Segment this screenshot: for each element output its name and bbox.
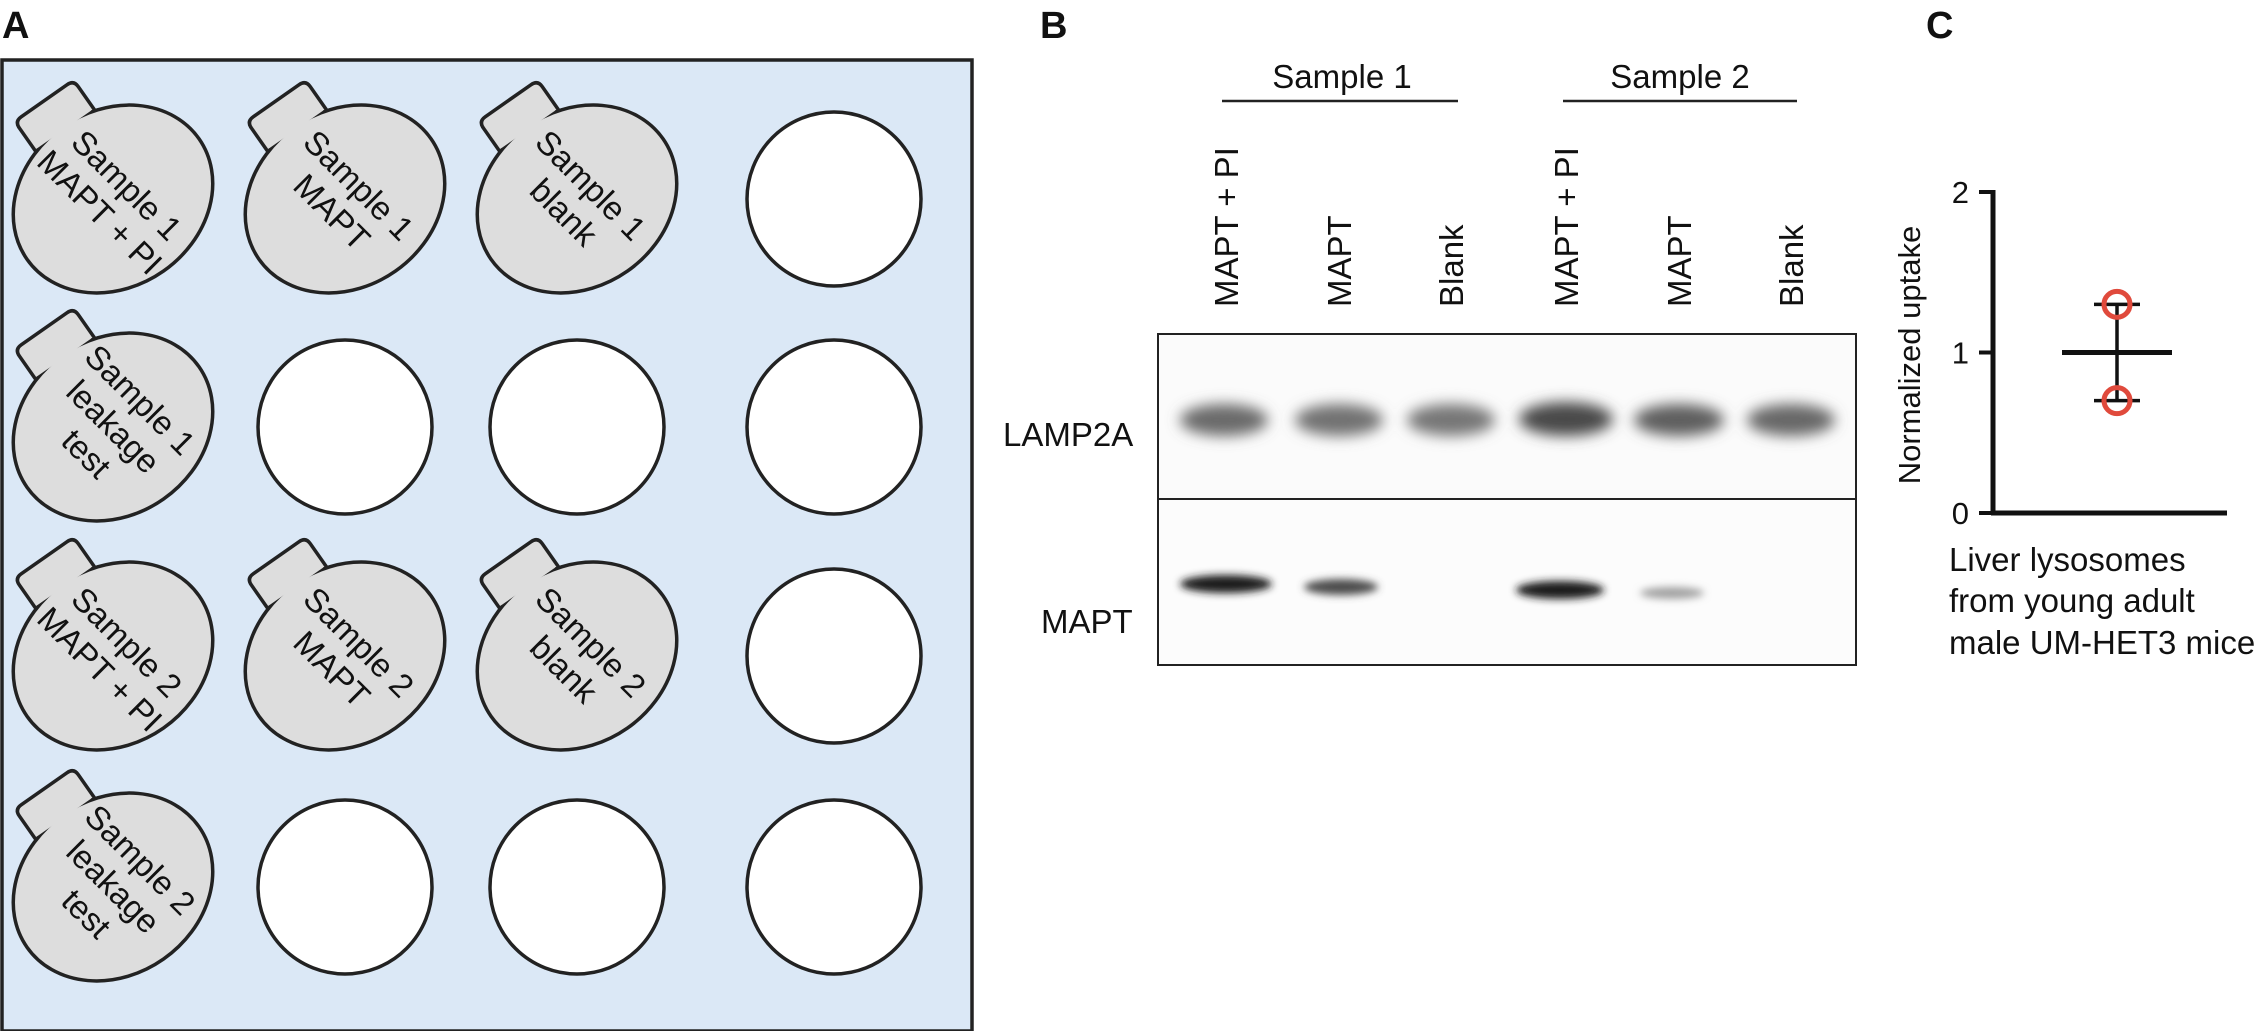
uptake-chart: 0 1 2: [1952, 175, 2227, 531]
well-circle: [745, 338, 923, 516]
mapt-band-lane-4: [1516, 581, 1604, 599]
caption-line-2: from young adult: [1949, 582, 2195, 619]
blot-label-lamp2a: LAMP2A: [1003, 416, 1133, 453]
y-tick-label: 0: [1952, 496, 1969, 531]
lane-label: MAPT: [1321, 215, 1358, 307]
lamp2a-blot: [1157, 333, 1857, 500]
lamp2a-blot-frame: [1157, 333, 1857, 500]
well-circle: [745, 110, 923, 288]
chart-marks: [2062, 288, 2172, 417]
empty-well: [745, 338, 923, 516]
lane-label: MAPT: [1661, 215, 1698, 307]
y-ticks: 0 1 2: [1952, 175, 1993, 531]
panel-a-letter: A: [2, 5, 29, 47]
empty-well: [488, 338, 666, 516]
lane-label: MAPT + PI: [1208, 147, 1245, 307]
well-tab-shape: [475, 538, 679, 752]
lamp2a-band-lane-3: [1407, 404, 1495, 436]
lane-label: Blank: [1433, 224, 1470, 307]
well-circle: [256, 798, 434, 976]
panel-c: C Normalized uptake 012 Liver lysosomes …: [1892, 5, 2255, 661]
y-tick-label: 2: [1952, 175, 1969, 210]
mapt-blot: [1157, 498, 1857, 666]
lamp2a-band-lane-2: [1295, 404, 1383, 436]
lamp2a-band-lane-1: [1180, 404, 1268, 436]
empty-well: [745, 567, 923, 745]
empty-well: [256, 798, 434, 976]
mapt-band-lane-5: [1640, 587, 1704, 599]
well-circle: [745, 798, 923, 976]
sample-group-2-label: Sample 2: [1610, 58, 1749, 95]
caption-line-3: male UM-HET3 mice: [1949, 624, 2255, 661]
well-tab-shape: [11, 769, 215, 983]
empty-well: [256, 338, 434, 516]
empty-well: [745, 110, 923, 288]
lamp2a-band-lane-6: [1747, 404, 1835, 436]
data-point: [2101, 385, 2133, 417]
lamp2a-band-lane-4: [1519, 402, 1613, 436]
empty-well: [745, 798, 923, 976]
lane-label: Blank: [1773, 224, 1810, 307]
lamp2a-band-lane-5: [1634, 404, 1724, 436]
well-tab-shape: [475, 81, 679, 295]
well-circle: [488, 798, 666, 976]
mapt-band-lane-1: [1180, 575, 1272, 593]
well-circle: [745, 567, 923, 745]
well-circle: [488, 338, 666, 516]
lane-label: MAPT + PI: [1548, 147, 1585, 307]
well-tab-shape: [11, 538, 215, 752]
well-tab-shape: [11, 81, 215, 295]
empty-well: [488, 798, 666, 976]
blot-label-mapt: MAPT: [1041, 603, 1133, 640]
caption-line-1: Liver lysosomes: [1949, 541, 2186, 578]
panel-c-letter: C: [1926, 5, 1953, 47]
well-tab-shape: [11, 309, 215, 523]
well-tab-shape: [243, 81, 447, 295]
panel-b-letter: B: [1040, 5, 1067, 47]
data-point: [2101, 288, 2133, 320]
lane-labels: MAPT + PI MAPT Blank MAPT + PI MAPT Blank: [1208, 147, 1810, 307]
well-tab-shape: [243, 538, 447, 752]
mapt-band-lane-2: [1304, 579, 1378, 595]
y-axis-label: Normalized uptake: [1892, 226, 1927, 484]
sample-group-1-label: Sample 1: [1272, 58, 1411, 95]
y-tick-label: 1: [1952, 336, 1969, 371]
well-circle: [256, 338, 434, 516]
mapt-blot-frame: [1157, 498, 1857, 666]
